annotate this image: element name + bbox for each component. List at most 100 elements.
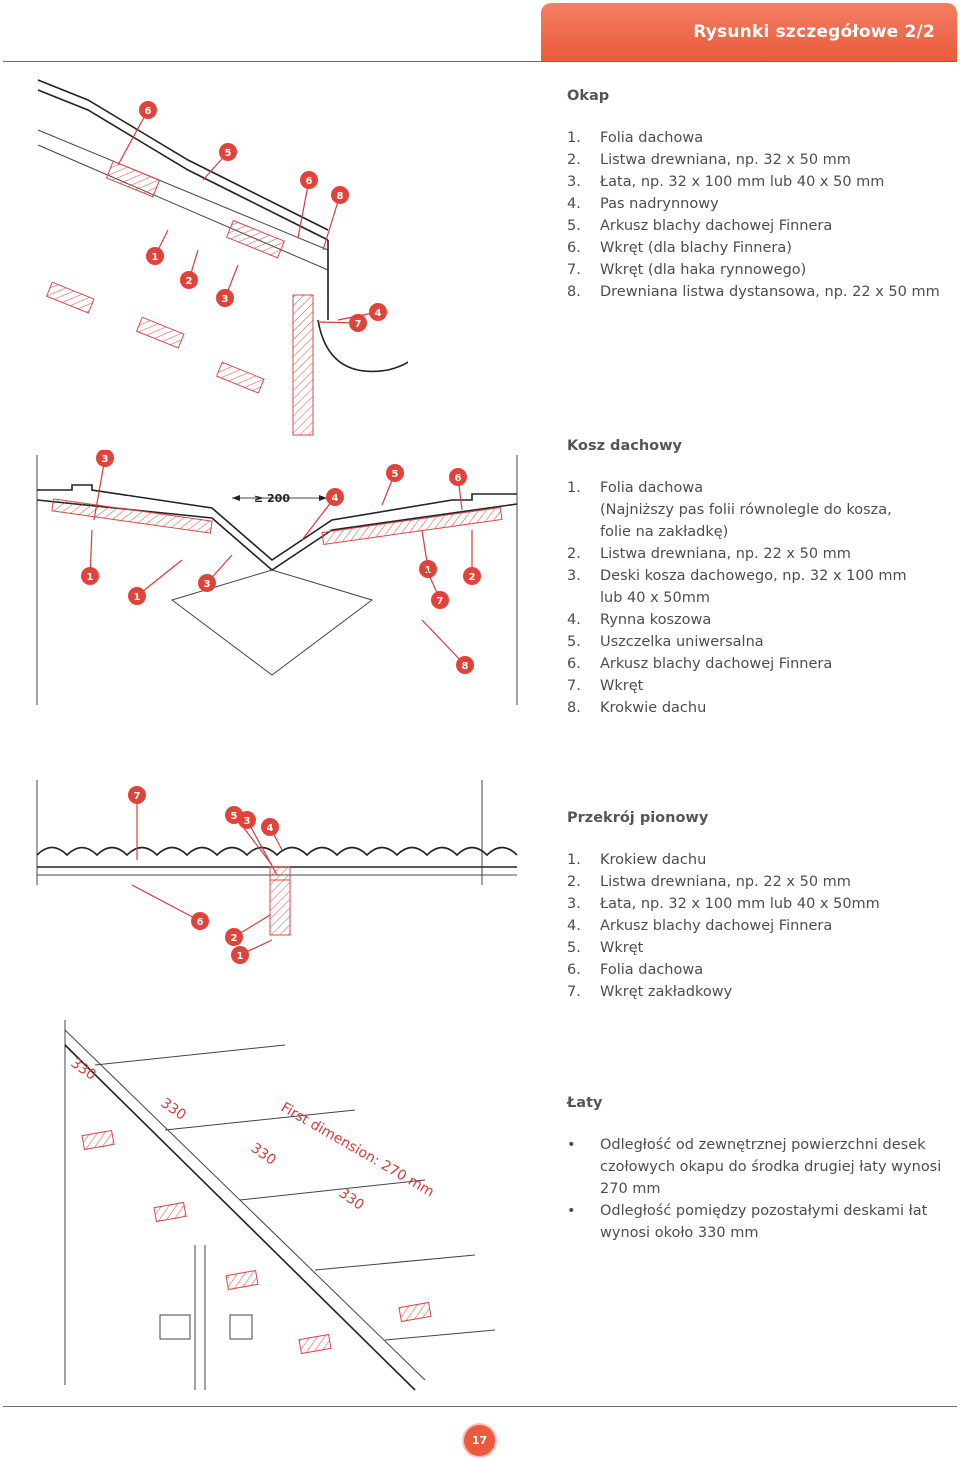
przekroj-callout-6: 6 bbox=[131, 884, 209, 930]
section-title: Przekrój pionowy bbox=[567, 810, 709, 826]
svg-text:3: 3 bbox=[222, 294, 229, 305]
svg-text:1: 1 bbox=[237, 951, 244, 962]
list-item: • Odległość pomiędzy pozostałymi deskami… bbox=[567, 1200, 947, 1244]
footer-divider bbox=[3, 1406, 957, 1407]
kosz-callout-1a: 1 bbox=[81, 529, 99, 585]
list-item: 5.Uszczelka uniwersalna bbox=[567, 634, 764, 650]
okap-callout-6a: 6 bbox=[117, 101, 157, 166]
section-title: Okap bbox=[567, 88, 610, 104]
list-item: 3.Łata, np. 32 x 100 mm lub 40 x 50mm bbox=[567, 896, 880, 912]
section-okap: Okap 1.Folia dachowa 2.Listwa drewniana,… bbox=[567, 85, 947, 303]
list-item: 5.Wkręt bbox=[567, 940, 644, 956]
list-item: (Najniższy pas folii równolegle do kosza… bbox=[600, 502, 892, 518]
svg-text:3: 3 bbox=[102, 454, 109, 465]
page-number-badge: 17 bbox=[464, 1425, 495, 1456]
przekroj-drawing: 7 5 3 4 6 2 1 bbox=[36, 780, 518, 964]
kosz-callout-6: 6 bbox=[449, 468, 467, 511]
kosz-callout-3b: 3 bbox=[198, 554, 233, 592]
svg-text:6: 6 bbox=[455, 473, 462, 484]
okap-callout-2: 2 bbox=[180, 249, 199, 289]
okap-callout-5: 5 bbox=[202, 143, 237, 181]
list-item: 7.Wkręt zakładkowy bbox=[567, 984, 733, 1000]
svg-text:6: 6 bbox=[306, 176, 313, 187]
list-item: 4.Pas nadrynnowy bbox=[567, 196, 719, 212]
list-item: 2.Listwa drewniana, np. 22 x 50 mm bbox=[567, 546, 851, 562]
list-item: 6.Arkusz blachy dachowej Finnera bbox=[567, 656, 833, 672]
kosz-callout-8: 8 bbox=[421, 619, 474, 674]
list-item: 7.Wkręt bbox=[567, 678, 644, 694]
laty-label-330-b: 330 bbox=[158, 1095, 189, 1123]
svg-text:4: 4 bbox=[375, 308, 382, 319]
svg-text:5: 5 bbox=[225, 148, 232, 159]
svg-text:3: 3 bbox=[244, 816, 251, 827]
bullet-icon: • bbox=[567, 1203, 576, 1219]
list-item: 4.Rynna koszowa bbox=[567, 612, 712, 628]
svg-text:2: 2 bbox=[469, 572, 476, 583]
laty-label-first-dimension: First dimension: 270 mm bbox=[278, 1100, 437, 1201]
header-divider bbox=[3, 61, 957, 62]
okap-list: 1.Folia dachowa 2.Listwa drewniana, np. … bbox=[567, 127, 947, 303]
laty-label-330-a: 330 bbox=[68, 1055, 99, 1083]
list-item: folie na zakładkę) bbox=[600, 524, 729, 540]
kosz-drawing: ≥ 200 3 5 6 4 1 1 3 1 2 7 8 bbox=[36, 450, 518, 705]
list-item: 3.Deski kosza dachowego, np. 32 x 100 mm bbox=[567, 568, 907, 584]
svg-text:1: 1 bbox=[425, 565, 432, 576]
przekroj-callout-3: 3 bbox=[238, 811, 278, 876]
okap-callout-6b: 6 bbox=[297, 171, 318, 239]
list-item: 1.Krokiew dachu bbox=[567, 852, 707, 868]
section-laty: Łaty • Odległość od zewnętrznej powierzc… bbox=[567, 1092, 947, 1244]
list-item: 8.Drewniana listwa dystansowa, np. 22 x … bbox=[567, 284, 940, 300]
laty-label-330-c: 330 bbox=[248, 1140, 279, 1168]
svg-text:4: 4 bbox=[267, 823, 274, 834]
svg-text:5: 5 bbox=[392, 469, 399, 480]
laty-list: • Odległość od zewnętrznej powierzchni d… bbox=[567, 1134, 947, 1244]
svg-text:7: 7 bbox=[437, 596, 444, 607]
okap-drawing: 6 5 6 8 1 2 3 7 4 bbox=[37, 79, 408, 436]
kosz-callout-1b: 1 bbox=[128, 559, 183, 605]
list-item: 1.Folia dachowa bbox=[567, 130, 704, 146]
section-title: Łaty bbox=[567, 1095, 603, 1111]
okap-callout-7: 7 bbox=[317, 314, 367, 332]
svg-text:6: 6 bbox=[197, 917, 204, 928]
svg-text:7: 7 bbox=[134, 791, 141, 802]
kosz-callout-2: 2 bbox=[463, 530, 481, 585]
svg-text:2: 2 bbox=[186, 276, 193, 287]
svg-text:7: 7 bbox=[355, 319, 362, 330]
svg-text:8: 8 bbox=[337, 191, 344, 202]
svg-text:5: 5 bbox=[231, 811, 238, 822]
przekroj-callout-4: 4 bbox=[261, 818, 283, 851]
przekroj-callout-7: 7 bbox=[128, 786, 146, 860]
kosz-callout-7: 7 bbox=[426, 569, 449, 609]
list-item: • Odległość od zewnętrznej powierzchni d… bbox=[567, 1134, 947, 1200]
list-item: lub 40 x 50mm bbox=[600, 590, 710, 606]
svg-text:330: 330 bbox=[248, 1140, 279, 1168]
bullet-icon: • bbox=[567, 1137, 576, 1153]
page-title: Rysunki szczegółowe 2/2 bbox=[693, 22, 935, 42]
okap-callout-8: 8 bbox=[322, 186, 349, 251]
header-banner: Rysunki szczegółowe 2/2 bbox=[541, 3, 957, 61]
przekroj-callout-2: 2 bbox=[225, 914, 271, 946]
section-przekroj-pionowy: Przekrój pionowy 1.Krokiew dachu 2.Listw… bbox=[567, 807, 947, 1003]
svg-text:1: 1 bbox=[134, 592, 141, 603]
svg-text:1: 1 bbox=[152, 252, 159, 263]
svg-text:2: 2 bbox=[231, 933, 238, 944]
kosz-callout-1c: 1 bbox=[419, 529, 437, 578]
list-item: 1.Folia dachowa bbox=[567, 480, 704, 496]
svg-text:330: 330 bbox=[158, 1095, 189, 1123]
svg-text:1: 1 bbox=[87, 572, 94, 583]
kosz-callout-4: 4 bbox=[301, 488, 344, 541]
svg-text:4: 4 bbox=[332, 493, 339, 504]
section-title: Kosz dachowy bbox=[567, 438, 682, 454]
svg-text:First dimension: 270 mm: First dimension: 270 mm bbox=[278, 1100, 437, 1201]
okap-callout-3: 3 bbox=[216, 264, 239, 307]
list-item: 6.Folia dachowa bbox=[567, 962, 704, 978]
section-kosz-dachowy: Kosz dachowy 1.Folia dachowa (Najniższy … bbox=[567, 435, 947, 719]
okap-callout-1: 1 bbox=[146, 229, 169, 265]
przekroj-list: 1.Krokiew dachu 2.Listwa drewniana, np. … bbox=[567, 849, 947, 1003]
svg-text:330: 330 bbox=[68, 1055, 99, 1083]
list-item: 7.Wkręt (dla haka rynnowego) bbox=[567, 262, 807, 278]
kosz-callout-3a: 3 bbox=[93, 450, 114, 521]
okap-callout-4: 4 bbox=[337, 303, 387, 321]
kosz-dimension-label: ≥ 200 bbox=[254, 492, 290, 505]
list-item: 8.Krokwie dachu bbox=[567, 700, 707, 716]
